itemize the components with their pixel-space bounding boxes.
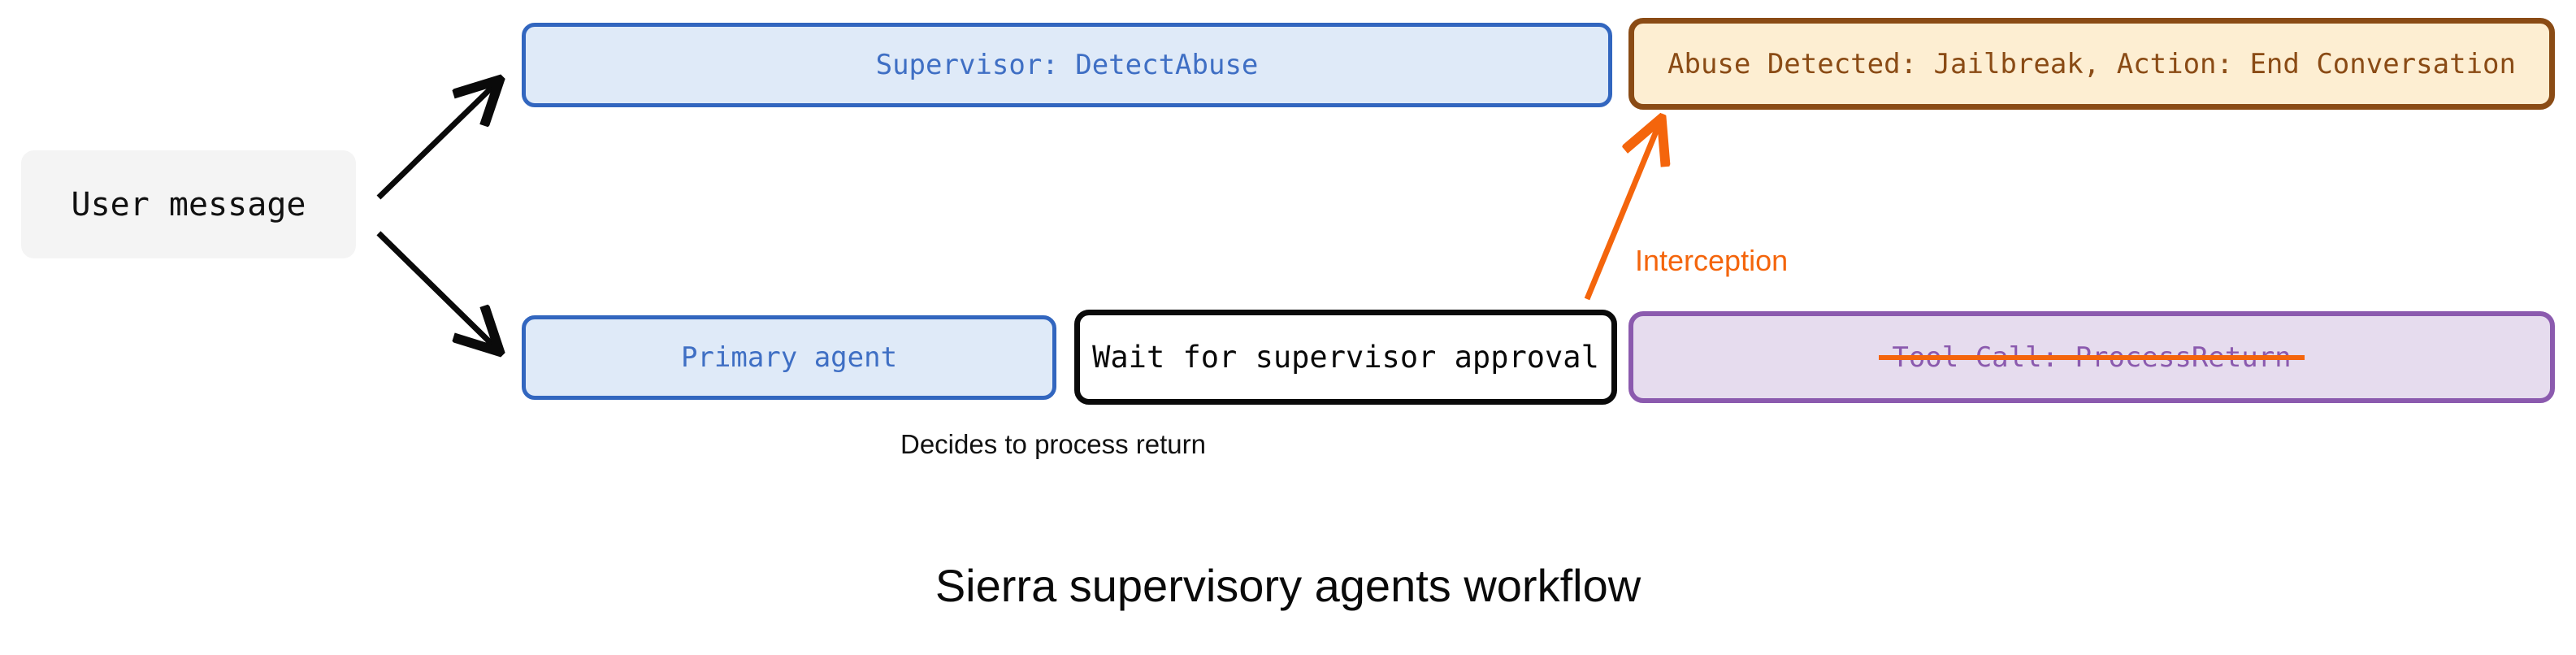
edge-user-to-primary-agent-head [376, 231, 496, 348]
node-user-message-label: User message [71, 185, 306, 223]
caption-decides-to-process-return: Decides to process return [900, 429, 1207, 459]
diagram-title: Sierra supervisory agents workflow [935, 560, 1641, 611]
node-user-message[interactable]: User message [21, 150, 356, 258]
node-wait-for-supervisor-approval-label: Wait for supervisor approval [1092, 340, 1599, 375]
strikethrough-wrapper: Tool Call: ProcessReturn [1879, 341, 2305, 374]
node-primary-agent[interactable]: Primary agent [522, 315, 1056, 400]
node-abuse-detected-label: Abuse Detected: Jailbreak, Action: End C… [1667, 47, 2516, 80]
node-supervisor[interactable]: Supervisor: DetectAbuse [522, 23, 1612, 107]
node-supervisor-label: Supervisor: DetectAbuse [875, 49, 1259, 81]
node-primary-agent-label: Primary agent [680, 341, 898, 374]
edge-user-to-supervisor [376, 84, 496, 200]
node-abuse-detected[interactable]: Abuse Detected: Jailbreak, Action: End C… [1628, 18, 2555, 110]
strikethrough-line [1879, 355, 2305, 361]
node-wait-for-supervisor-approval[interactable]: Wait for supervisor approval [1074, 310, 1617, 405]
edge-user-to-primary-agent [376, 231, 498, 350]
node-tool-call[interactable]: Tool Call: ProcessReturn [1628, 311, 2555, 403]
edge-label-interception: Interception [1635, 244, 1789, 277]
